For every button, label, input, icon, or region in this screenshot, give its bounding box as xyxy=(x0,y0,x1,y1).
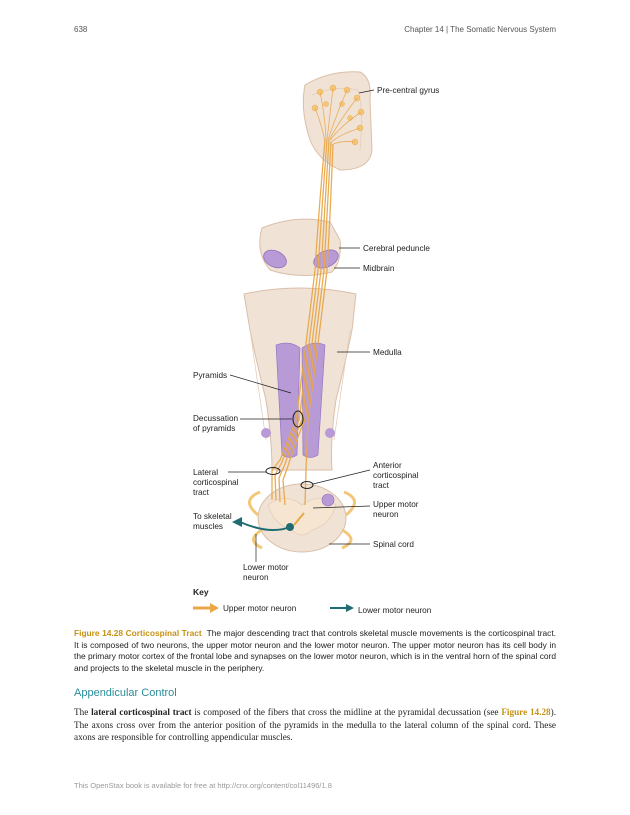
para-middle: is composed of the fibers that cross the… xyxy=(191,707,502,717)
para-bold-term: lateral corticospinal tract xyxy=(91,707,192,717)
label-precentral-gyrus: Pre-central gyrus xyxy=(377,86,439,95)
label-to-skeletal-line1: To skeletal xyxy=(193,512,232,521)
figure-caption-label: Figure 14.28 Corticospinal Tract xyxy=(74,628,202,638)
key-lower-motor-neuron: Lower motor neuron xyxy=(358,606,432,615)
key-upper-motor-neuron: Upper motor neuron xyxy=(223,604,297,613)
spinal-cord-illustration xyxy=(248,483,356,553)
label-upper-motor-line2: neuron xyxy=(373,510,399,519)
label-lateral-line2: corticospinal xyxy=(193,478,239,487)
body-paragraph: The lateral corticospinal tract is compo… xyxy=(74,706,556,744)
lateral-tract-marker xyxy=(265,467,281,475)
figure-reference-link[interactable]: Figure 14.28 xyxy=(501,707,551,717)
upper-motor-arrow-icon xyxy=(210,603,219,613)
label-decussation-line1: Decussation xyxy=(193,414,239,423)
label-midbrain: Midbrain xyxy=(363,264,395,273)
para-start: The xyxy=(74,707,92,717)
figure-caption-text: The major descending tract that controls… xyxy=(74,628,556,673)
label-medulla: Medulla xyxy=(373,348,402,357)
label-to-skeletal-line2: muscles xyxy=(193,522,223,531)
anterior-tract-marker xyxy=(300,481,314,489)
label-pyramids: Pyramids xyxy=(193,371,227,380)
chapter-title: Chapter 14 | The Somatic Nervous System xyxy=(404,25,556,34)
page-number: 638 xyxy=(74,25,88,34)
label-lower-motor-line1: Lower motor xyxy=(243,563,289,572)
label-lateral-line1: Lateral xyxy=(193,468,218,477)
corticospinal-tract-figure: Pre-central gyrus Cerebral peduncle Midb… xyxy=(193,71,439,615)
medulla-illustration xyxy=(243,287,357,471)
label-anterior-line1: Anterior xyxy=(373,461,402,470)
key-title: Key xyxy=(193,587,209,597)
label-upper-motor-line1: Upper motor xyxy=(373,500,419,509)
para-end: ). The axons cross over from the anterio… xyxy=(74,707,556,743)
page-footer: This OpenStax book is available for free… xyxy=(74,781,332,790)
label-cerebral-peduncle: Cerebral peduncle xyxy=(363,244,430,253)
label-anterior-line3: tract xyxy=(373,481,390,490)
figure-caption: Figure 14.28 Corticospinal Tract The maj… xyxy=(74,628,556,674)
lower-motor-arrow-icon xyxy=(346,604,354,612)
figure-key: Key Upper motor neuron Lower motor neuro… xyxy=(193,587,432,615)
label-spinal-cord: Spinal cord xyxy=(373,540,414,549)
decussation-marker xyxy=(292,410,304,428)
label-decussation-line2: of pyramids xyxy=(193,424,235,433)
precentral-gyrus-illustration xyxy=(302,71,373,171)
label-anterior-line2: corticospinal xyxy=(373,471,419,480)
section-heading: Appendicular Control xyxy=(74,687,177,699)
lower-motor-neuron xyxy=(232,512,305,532)
upper-motor-neuron-tract xyxy=(271,139,334,506)
label-lower-motor-line2: neuron xyxy=(243,573,269,582)
label-lateral-line3: tract xyxy=(193,488,210,497)
